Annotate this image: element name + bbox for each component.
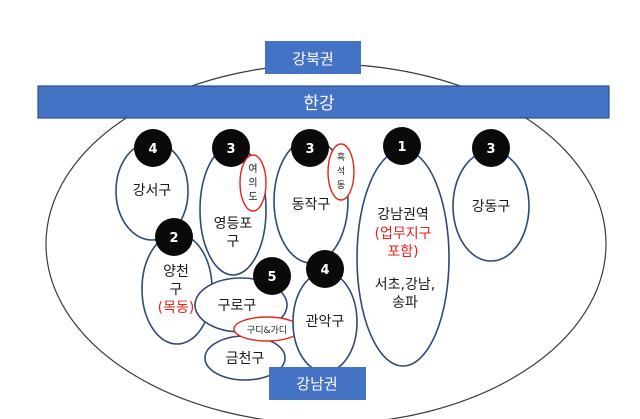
heukseokdong-char-1: 흑 — [337, 151, 345, 163]
yangcheon-rank: 2 — [169, 231, 178, 246]
gwanak-rank-badge — [306, 250, 344, 288]
district-gwanak: 4 관악구 — [292, 250, 358, 373]
district-yangcheon: 2 양천 구 (목동) — [141, 218, 213, 345]
district-dongjak: 3 동작구 흑 석 동 — [273, 129, 355, 264]
gangdong-name: 강동구 — [472, 199, 511, 215]
han-river-bar: 한강 — [37, 85, 610, 119]
heukseokdong-char-2: 석 — [337, 166, 345, 177]
gwanak-name: 관악구 — [306, 314, 345, 330]
yeongdeungpo-name-line1: 영등포 — [214, 216, 253, 232]
yeongdeungpo-rank-badge — [212, 129, 250, 167]
gangseo-name: 강서구 — [133, 183, 172, 199]
guro-rank-badge — [253, 257, 291, 295]
yeongdeungpo-rank: 3 — [226, 142, 235, 157]
dongjak-rank-badge — [291, 129, 329, 167]
gangnam-line4: 송파 — [392, 295, 418, 311]
yangcheon-red: (목동) — [158, 300, 195, 316]
guro-rank: 5 — [267, 270, 276, 285]
gangnam-title: 강남권역 — [377, 207, 429, 223]
yeouido-ellipse — [239, 154, 267, 212]
gangdong-rank: 3 — [486, 142, 495, 157]
yeouido-char-3: 도 — [248, 192, 257, 203]
heukseokdong-char-3: 동 — [337, 180, 345, 191]
yangcheon-name-line2: 구 — [170, 282, 183, 298]
gwanak-rank: 4 — [320, 263, 329, 278]
district-gangnam: 1 강남권역 (업무지구 포함) 서초,강남, 송파 — [356, 127, 450, 367]
gangnam-red-line1: (업무지구 — [375, 226, 432, 242]
yeongdeungpo-name-line2: 구 — [227, 234, 240, 250]
han-river-label: 한강 — [303, 94, 335, 114]
yeouido-char-1: 여 — [248, 163, 257, 175]
gangnam-region-box: 강남권 — [269, 367, 366, 400]
gangnam-rank: 1 — [397, 140, 406, 155]
gangdong-rank-badge — [472, 129, 510, 167]
gangseo-rank: 4 — [148, 142, 157, 157]
gangseo-rank-badge — [134, 129, 172, 167]
yangcheon-name-line1: 양천 — [163, 264, 189, 280]
dongjak-name: 동작구 — [292, 197, 331, 213]
guro-name: 구로구 — [218, 298, 257, 314]
gudi-gadi-label: 구디&가디 — [247, 325, 287, 336]
gangbuk-label: 강북권 — [292, 50, 333, 68]
dongjak-rank: 3 — [305, 142, 314, 157]
heukseokdong-ellipse — [327, 143, 355, 201]
yeouido-char-2: 의 — [248, 177, 257, 189]
district-yeongdeungpo: 3 영등포 구 여 의 도 — [199, 129, 267, 276]
yangcheon-rank-badge — [155, 218, 193, 256]
gangnam-red-line2: 포함) — [387, 244, 418, 260]
district-gangseo: 4 강서구 — [115, 129, 189, 241]
geumcheon-name: 금천구 — [226, 351, 265, 367]
gangbuk-box: 강북권 — [265, 41, 361, 74]
district-guro: 5 구로구 구디&가디 — [194, 257, 301, 342]
gangnam-rank-badge — [383, 127, 421, 165]
district-gangdong: 3 강동구 — [452, 129, 530, 262]
gangnam-line3: 서초,강남, — [375, 277, 435, 293]
gangnam-region-label: 강남권 — [296, 375, 337, 393]
